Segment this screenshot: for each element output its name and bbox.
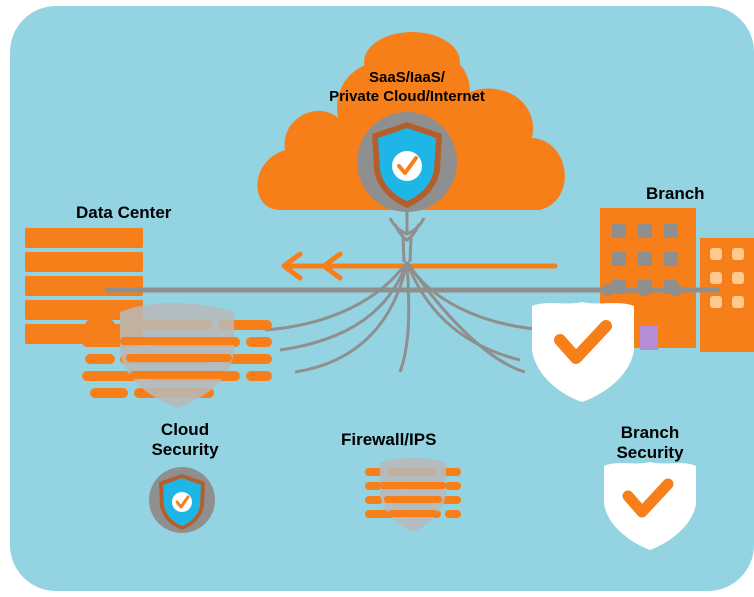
shield-check-icon xyxy=(532,302,634,402)
cloud-label: SaaS/IaaS/ Private Cloud/Internet xyxy=(329,69,485,105)
arrow-left-icon xyxy=(281,251,558,281)
branch-label: Branch xyxy=(646,184,705,203)
cloud-security-icon xyxy=(149,467,215,533)
branch-security-icon xyxy=(604,462,696,550)
cloud-security-label: Cloud Security xyxy=(151,420,219,459)
cloud-connector xyxy=(388,212,426,263)
cloud-badge xyxy=(357,112,457,212)
building-icon xyxy=(600,208,754,352)
firewall-icon xyxy=(82,303,272,408)
server-rack-icon xyxy=(25,228,143,344)
network-line xyxy=(105,284,720,296)
branch-security-label: Branch Security xyxy=(616,423,684,462)
network-curves xyxy=(264,261,546,374)
data-center-label: Data Center xyxy=(76,203,172,222)
firewall-small-icon xyxy=(365,457,461,532)
firewall-ips-label: Firewall/IPS xyxy=(341,430,437,449)
